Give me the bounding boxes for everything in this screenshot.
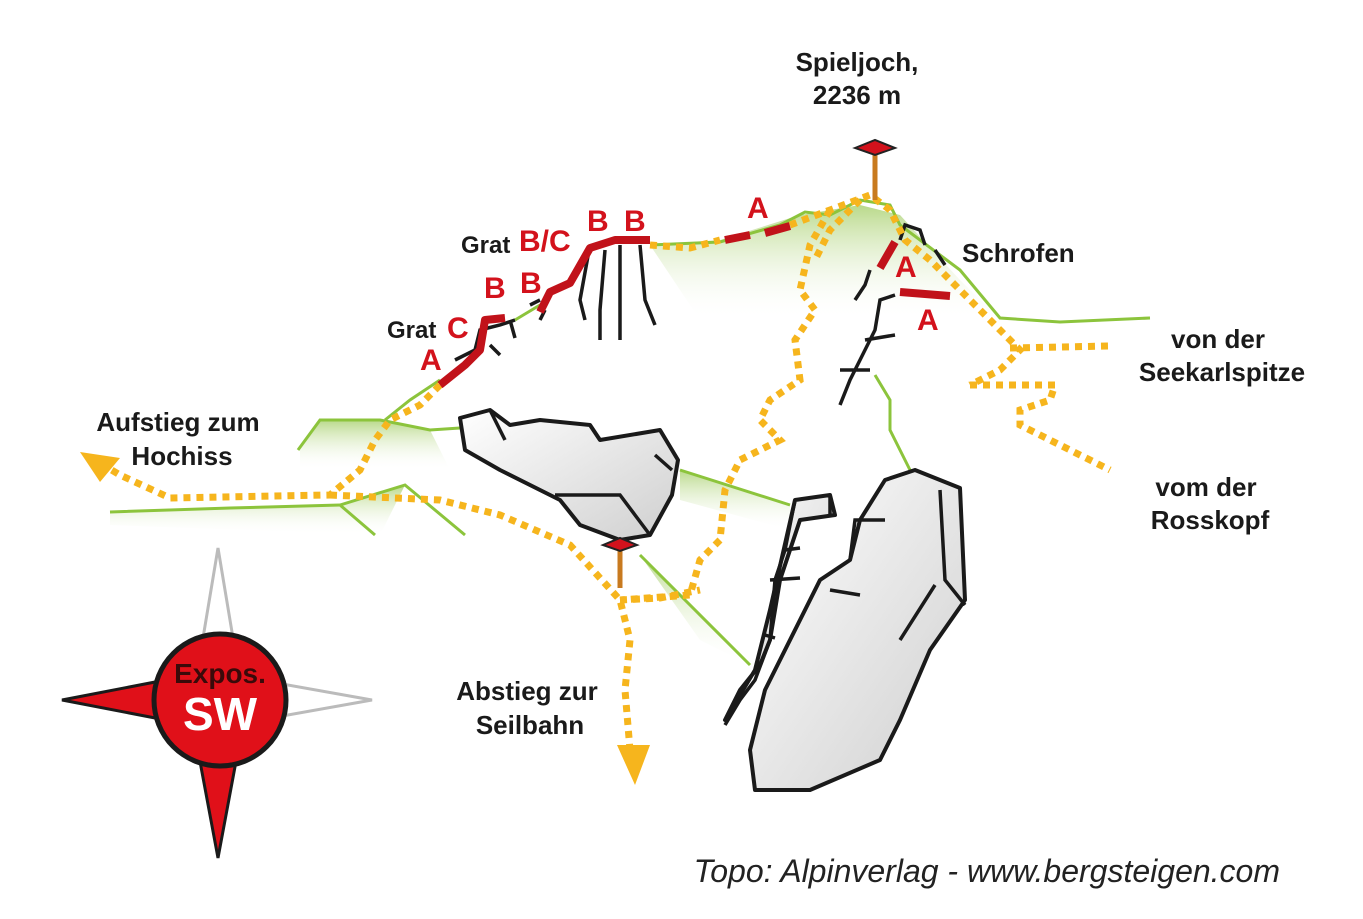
grade-label: B bbox=[624, 205, 646, 238]
summit-flag-icon bbox=[852, 138, 898, 157]
grade-label: B bbox=[520, 267, 542, 300]
summit-marker bbox=[852, 138, 898, 200]
exposure-label: Expos. bbox=[174, 658, 266, 689]
rock-formations bbox=[454, 222, 967, 792]
label-aufstieg-1: Aufstieg zum bbox=[96, 407, 259, 437]
label-schrofen: Schrofen bbox=[962, 238, 1075, 268]
label-grat-upper: Grat bbox=[461, 232, 510, 259]
label-grat-lower: Grat bbox=[387, 317, 436, 344]
label-abstieg-2: Seilbahn bbox=[476, 710, 584, 740]
grade-label: A bbox=[420, 344, 442, 377]
grade-label: B bbox=[587, 205, 609, 238]
compass-rose: Expos. SW bbox=[61, 547, 373, 859]
summit-name: Spieljoch, bbox=[796, 47, 919, 77]
credit-text: Topo: Alpinverlag - www.bergsteigen.com bbox=[694, 853, 1280, 889]
label-aufstieg-2: Hochiss bbox=[131, 441, 232, 471]
station-marker bbox=[600, 536, 640, 588]
label-seekarl-2: Seekarlspitze bbox=[1139, 357, 1305, 387]
grade-label: A bbox=[747, 192, 769, 225]
arrow-abstieg-icon bbox=[617, 745, 650, 785]
exposure-value: SW bbox=[183, 688, 258, 740]
grade-label: B/C bbox=[519, 225, 571, 258]
grade-label: A bbox=[895, 251, 917, 284]
label-seekarl-1: von der bbox=[1171, 324, 1265, 354]
label-rosskopf-1: vom der bbox=[1155, 472, 1256, 502]
ridge-lines bbox=[109, 198, 1151, 667]
label-rosskopf-2: Rosskopf bbox=[1151, 505, 1270, 535]
summit-elevation: 2236 m bbox=[813, 80, 901, 110]
hiking-trails bbox=[80, 191, 1112, 785]
grade-label: B bbox=[484, 272, 506, 305]
label-abstieg-1: Abstieg zur bbox=[456, 676, 598, 706]
grade-label: A bbox=[917, 304, 939, 337]
grade-label: C bbox=[447, 312, 469, 345]
station-flag-icon bbox=[600, 536, 640, 553]
climbing-route bbox=[437, 222, 951, 389]
arrow-aufstieg-icon bbox=[80, 452, 120, 482]
